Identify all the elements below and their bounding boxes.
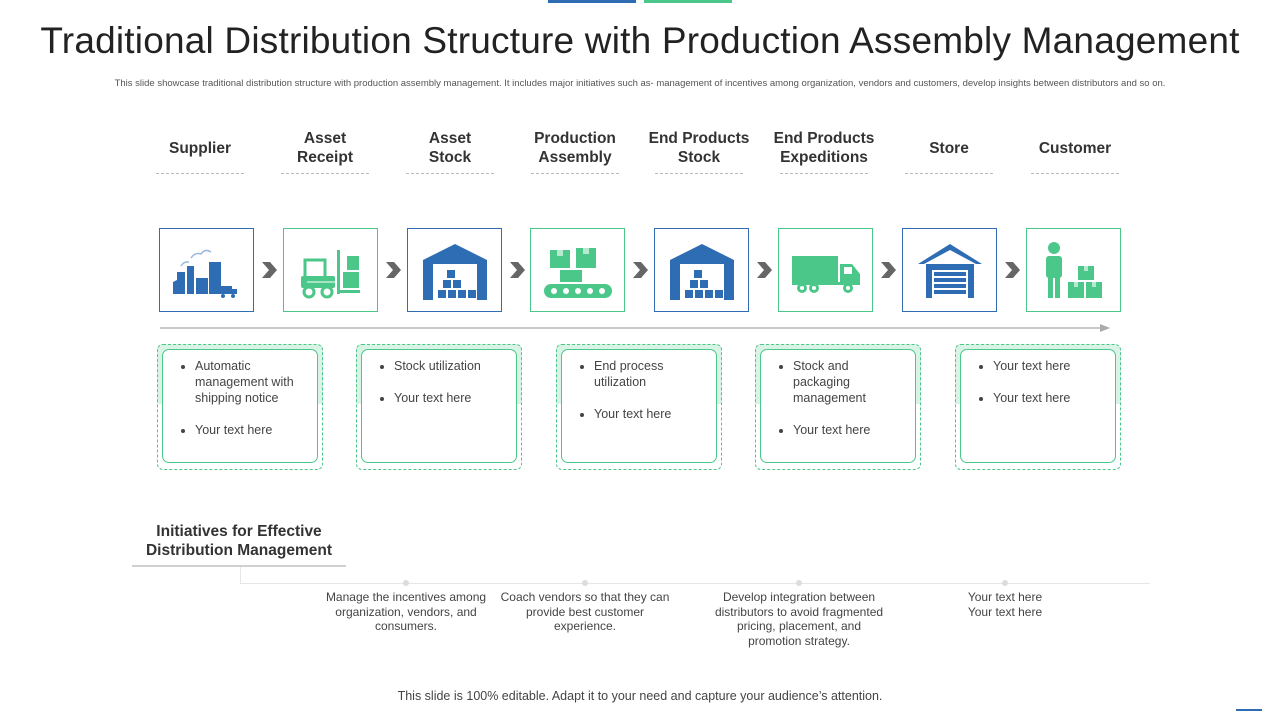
card-dashed-border — [955, 344, 1121, 470]
customer-boxes-icon — [1045, 242, 1102, 298]
card-content: Automatic management with shipping notic… — [162, 349, 318, 463]
corner-accent-bar — [1236, 709, 1262, 711]
card-bullet-item: Your text here — [594, 406, 706, 422]
stage-label-divider — [281, 173, 369, 174]
card-bullet-item: Automatic management with shipping notic… — [195, 358, 307, 406]
stage-label-1: Asset Receipt — [297, 130, 353, 166]
stage-label-6: Store — [929, 139, 969, 157]
card-bullet-list: Automatic management with shipping notic… — [175, 358, 307, 438]
card-dashed-border — [157, 344, 323, 470]
initiative-text-1: Coach vendors so that they can provide b… — [500, 590, 670, 633]
card-dashed-border — [755, 344, 921, 470]
stage-box-2 — [407, 228, 502, 312]
info-card-1: Stock utilizationYour text here — [356, 344, 522, 470]
initiative-marker — [796, 580, 802, 586]
stage-label-2: Asset Stock — [428, 130, 472, 166]
stage-label-5: End Products Expeditions — [773, 130, 875, 166]
stage-label-4: End Products Stock — [648, 130, 750, 166]
stage-box-4 — [654, 228, 749, 312]
stage-box-0 — [159, 228, 254, 312]
card-bullet-item: Your text here — [993, 390, 1105, 406]
stage-label-divider — [780, 173, 868, 174]
conveyor-belt-icon — [543, 248, 612, 298]
top-accent-bar-green — [644, 0, 732, 3]
stage-box-6 — [902, 228, 997, 312]
stage-box-1 — [283, 228, 378, 312]
timeline-arrow — [160, 324, 1110, 332]
initiative-marker — [403, 580, 409, 586]
stage-label-divider — [655, 173, 743, 174]
page-subtitle: This slide showcase traditional distribu… — [114, 78, 1166, 89]
chevron-right-icon — [881, 262, 896, 278]
footer-note: This slide is 100% editable. Adapt it to… — [397, 689, 883, 703]
initiative-text-0: Manage the incentives among organization… — [325, 590, 487, 633]
stage-label-divider — [156, 173, 244, 174]
top-accent-bar-blue — [548, 0, 636, 3]
card-bullet-item: Your text here — [793, 422, 905, 438]
stage-label-divider — [1031, 173, 1119, 174]
initiative-marker — [582, 580, 588, 586]
card-bullet-item: Your text here — [394, 390, 506, 406]
initiative-marker — [1002, 580, 1008, 586]
card-dashed-border — [556, 344, 722, 470]
initiative-text-2: Develop integration between distributors… — [714, 590, 884, 648]
initiative-text-3: Your text here Your text here — [967, 590, 1043, 619]
card-bullet-list: Stock utilizationYour text here — [374, 358, 506, 406]
info-card-2: End process utilizationYour text here — [556, 344, 722, 470]
chevron-right-icon — [1005, 262, 1020, 278]
initiatives-timeline — [240, 583, 1150, 584]
warehouse-icon — [422, 244, 487, 300]
stage-label-divider — [406, 173, 494, 174]
stage-label-0: Supplier — [168, 139, 231, 157]
card-content: End process utilizationYour text here — [561, 349, 717, 463]
chevron-right-icon — [510, 262, 525, 278]
card-bullet-list: End process utilizationYour text here — [574, 358, 706, 422]
card-bullet-item: Stock and packaging management — [793, 358, 905, 406]
store-garage-icon — [917, 244, 982, 298]
info-card-0: Automatic management with shipping notic… — [157, 344, 323, 470]
stage-box-3 — [530, 228, 625, 312]
chevron-right-icon — [262, 262, 277, 278]
initiatives-title-underline — [132, 565, 346, 567]
card-bullet-list: Stock and packaging managementYour text … — [773, 358, 905, 438]
card-bullet-item: End process utilization — [594, 358, 706, 390]
truck-icon — [791, 256, 860, 293]
stage-box-5 — [778, 228, 873, 312]
stage-label-divider — [905, 173, 993, 174]
warehouse-icon — [669, 244, 734, 300]
stage-box-7 — [1026, 228, 1121, 312]
factory-icon — [172, 249, 237, 298]
stage-label-7: Customer — [1038, 139, 1112, 157]
card-content: Stock and packaging managementYour text … — [760, 349, 916, 463]
card-dashed-border — [356, 344, 522, 470]
initiatives-connector — [240, 567, 241, 583]
page-title: Traditional Distribution Structure with … — [40, 20, 1240, 61]
stage-label-3: Production Assembly — [534, 130, 616, 166]
forklift-icon — [300, 250, 360, 299]
card-bullet-item: Your text here — [993, 358, 1105, 374]
initiatives-title: Initiatives for Effective Distribution M… — [145, 523, 332, 559]
card-content: Stock utilizationYour text here — [361, 349, 517, 463]
info-card-3: Stock and packaging managementYour text … — [755, 344, 921, 470]
card-bullet-item: Your text here — [195, 422, 307, 438]
chevron-right-icon — [757, 262, 772, 278]
chevron-right-icon — [386, 262, 401, 278]
stage-label-divider — [531, 173, 619, 174]
card-bullet-item: Stock utilization — [394, 358, 506, 374]
chevron-right-icon — [633, 262, 648, 278]
